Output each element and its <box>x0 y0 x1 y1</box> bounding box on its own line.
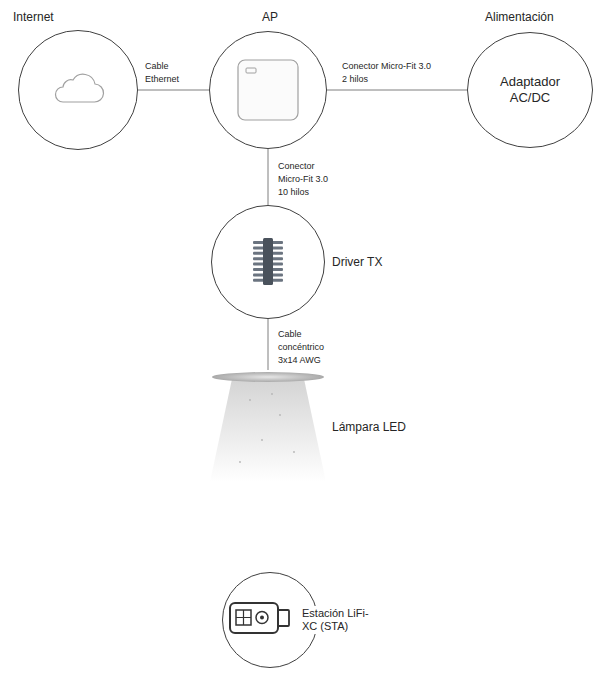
light-dot <box>249 399 251 401</box>
connector-label: Cable concéntrico 3x14 AWG <box>278 328 330 367</box>
connector-label: Conector Micro-Fit 3.0 2 hilos <box>342 60 435 86</box>
light-dot <box>261 439 263 441</box>
ap-circle-outline <box>209 31 327 149</box>
light-dot <box>239 461 241 463</box>
connector-line <box>268 149 269 205</box>
light-dot <box>279 414 281 416</box>
grid-symbol <box>236 610 251 625</box>
dongle-body <box>230 603 278 633</box>
node-outline <box>468 33 593 148</box>
connector-label: Conector Micro-Fit 3.0 10 hilos <box>278 160 333 199</box>
node-label: Estación LiFi-XC (STA) <box>300 606 380 634</box>
internet-circle: Internet <box>18 30 138 150</box>
dongle-icon <box>230 603 289 633</box>
internet-circle-outline <box>18 30 138 150</box>
grid-lines <box>236 610 251 625</box>
node-label: AP <box>262 10 278 24</box>
node-outline <box>19 31 138 150</box>
driver-circle: Driver TX <box>211 205 325 319</box>
node-label: Lámpara LED <box>332 420 406 434</box>
lamp-disk <box>212 372 324 382</box>
power-ellipse: AlimentaciónAdaptador AC/DC <box>467 32 593 148</box>
led-lamp: Lámpara LED <box>210 370 326 482</box>
ap-circle: AP <box>209 31 327 149</box>
station-circle: Estación LiFi-XC (STA) <box>222 572 318 668</box>
connector-line <box>268 319 269 370</box>
light-cone <box>210 379 326 482</box>
connector-line <box>138 90 209 91</box>
led-lamp-outline <box>210 370 326 482</box>
cloud-icon <box>56 74 104 102</box>
connector-label: Cable Ethernet <box>145 60 190 86</box>
chip-body <box>263 238 273 285</box>
node-outline <box>210 32 327 149</box>
node-label: Internet <box>13 10 54 24</box>
light-dot <box>271 393 273 395</box>
light-dot <box>293 451 295 453</box>
chip-icon <box>253 238 283 285</box>
lens-dot <box>260 616 264 620</box>
lens-symbol <box>256 612 268 624</box>
node-outline <box>212 206 325 319</box>
access-point-led <box>246 68 256 73</box>
access-point-icon <box>238 60 298 120</box>
driver-circle-outline <box>211 205 325 319</box>
connector-line <box>327 90 467 91</box>
node-heading: Alimentación <box>485 10 554 24</box>
node-label: Adaptador AC/DC <box>485 74 575 105</box>
node-label: Driver TX <box>332 255 382 269</box>
dongle-plug <box>278 610 289 626</box>
